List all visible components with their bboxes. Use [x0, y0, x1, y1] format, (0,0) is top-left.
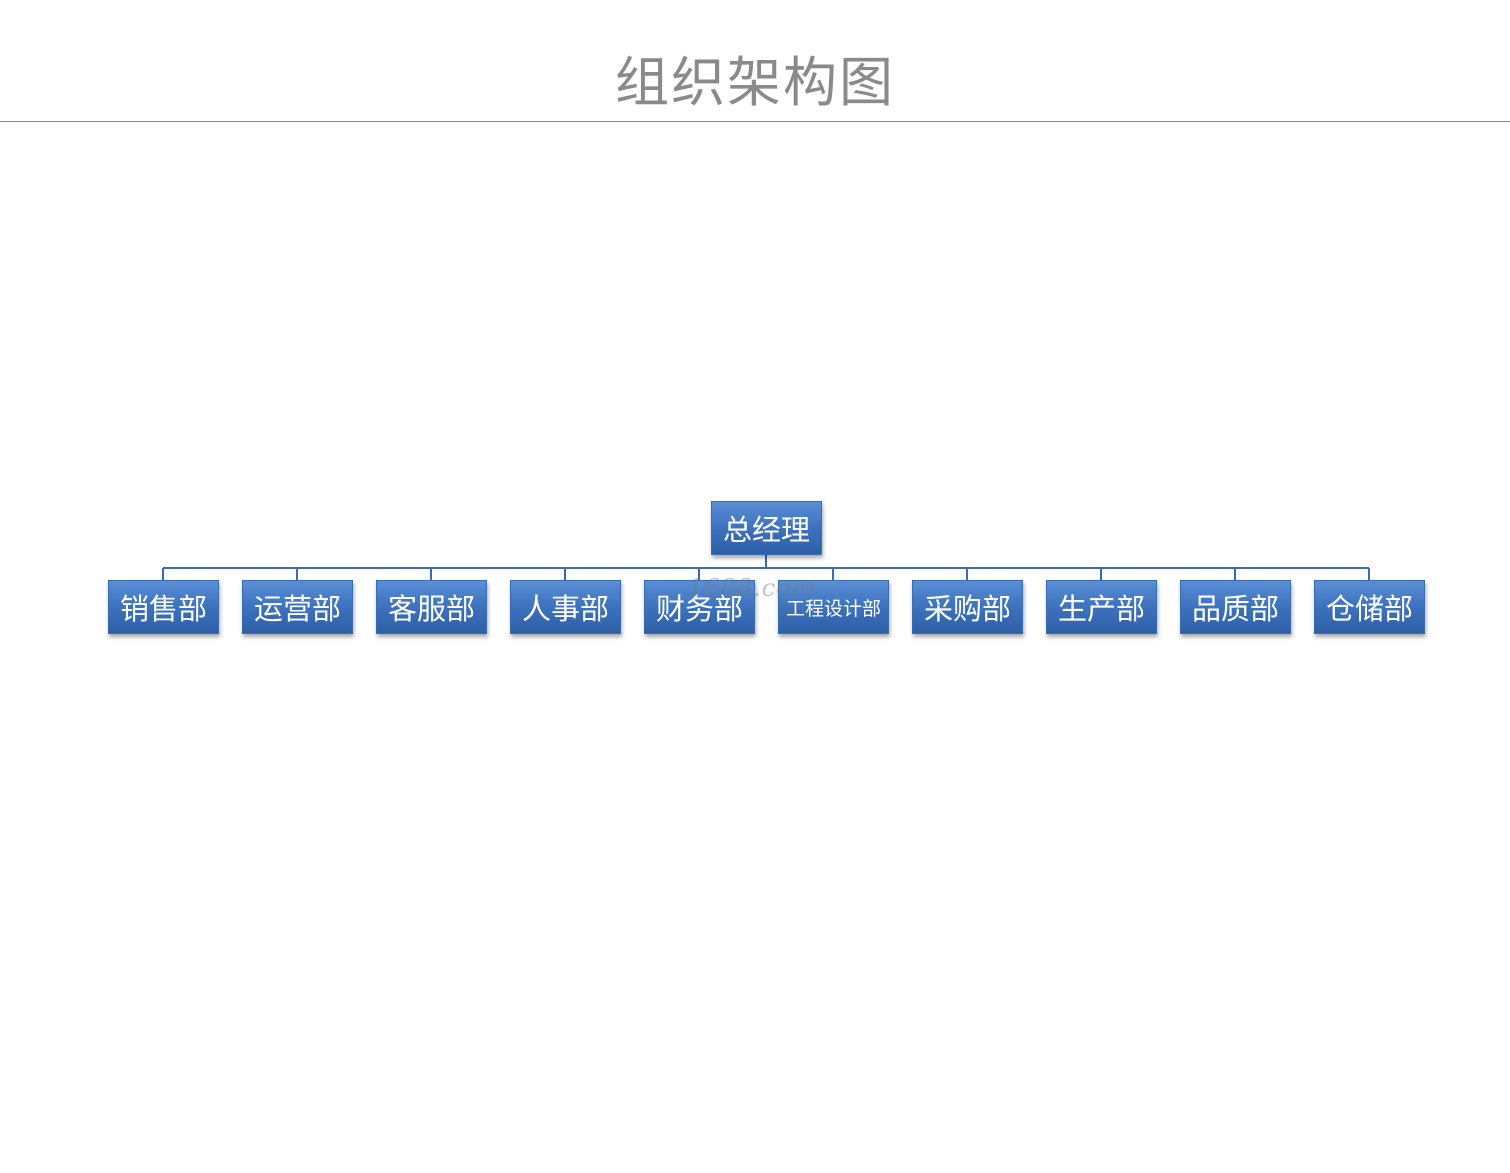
node-sales-dept[interactable]: 销售部	[108, 580, 219, 634]
node-production-dept[interactable]: 生产部	[1046, 580, 1157, 634]
node-purchasing-dept[interactable]: 采购部	[912, 580, 1023, 634]
node-engineering-design-dept[interactable]: 工程设计部	[778, 580, 889, 634]
node-hr-dept[interactable]: 人事部	[510, 580, 621, 634]
node-customer-service-dept[interactable]: 客服部	[376, 580, 487, 634]
node-warehouse-dept[interactable]: 仓储部	[1314, 580, 1425, 634]
title-divider	[0, 121, 1510, 122]
node-finance-dept[interactable]: 财务部	[644, 580, 755, 634]
node-general-manager[interactable]: 总经理	[711, 501, 822, 555]
watermark-text: 1688.com	[688, 574, 816, 602]
node-quality-dept[interactable]: 品质部	[1180, 580, 1291, 634]
node-operations-dept[interactable]: 运营部	[242, 580, 353, 634]
page-title: 组织架构图	[615, 51, 895, 114]
